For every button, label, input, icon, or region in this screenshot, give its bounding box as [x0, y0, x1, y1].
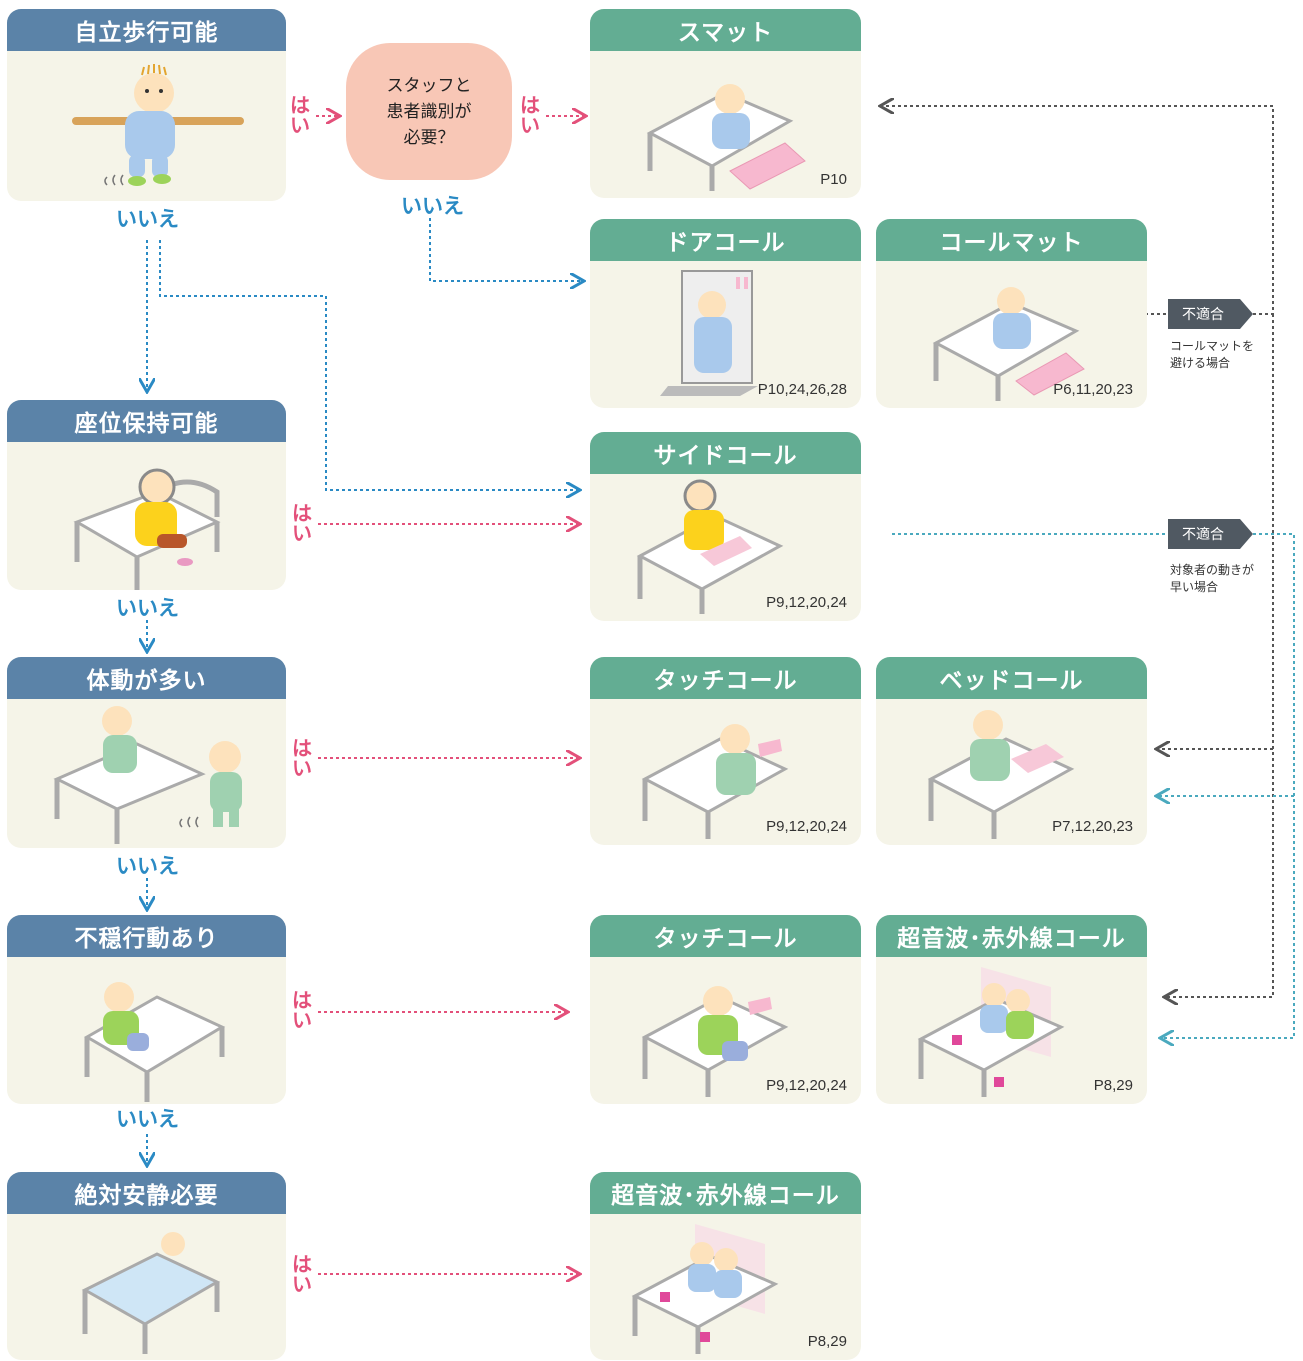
- unsuitable-tag-1: 不適合: [1168, 299, 1240, 329]
- device-bed-call: ベッドコール P7,12,20,23: [876, 657, 1147, 845]
- decision-bubble: スタッフと 患者識別が 必要？: [346, 43, 512, 180]
- answer-yes-1: はい: [290, 93, 310, 137]
- call-mat-illustration: [932, 287, 1085, 401]
- sensor-call-illustration: [631, 1224, 779, 1354]
- device-title: 超音波･赤外線コール: [590, 1172, 861, 1214]
- device-touch-call-1: タッチコール P9,12,20,24: [590, 657, 861, 845]
- device-pages: P8,29: [1093, 1077, 1133, 1094]
- answer-yes-6: はい: [292, 1252, 312, 1296]
- device-title: タッチコール: [590, 657, 861, 699]
- condition-bedrest: 絶対安静必要: [7, 1172, 286, 1360]
- condition-walk: 自立歩行可能: [7, 9, 286, 201]
- device-pages: P10: [820, 171, 847, 188]
- unsuitable-note-1: コールマットを 避ける場合: [1170, 339, 1255, 370]
- condition-restless: 体動が多い: [7, 657, 286, 848]
- device-smat: スマット P10: [590, 9, 861, 198]
- smat-illustration: [646, 84, 806, 191]
- bed-call-illustration: [927, 710, 1075, 839]
- device-sensor-call-2: 超音波･赤外線コール P8,29: [590, 1172, 861, 1360]
- answer-no-1: いいえ: [116, 207, 179, 231]
- condition-title: 体動が多い: [7, 657, 286, 699]
- device-touch-call-2: タッチコール P9,12,20,24: [590, 915, 861, 1104]
- answer-yes-4: はい: [292, 736, 312, 780]
- device-pages: P6,11,20,23: [1053, 381, 1133, 398]
- condition-sit: 座位保持可能: [7, 400, 286, 590]
- device-title: タッチコール: [590, 915, 861, 957]
- device-title: ベッドコール: [876, 657, 1147, 699]
- unsuitable-note-2: 対象者の動きが 早い場合: [1170, 563, 1255, 594]
- device-pages: P9,12,20,24: [766, 818, 847, 835]
- device-sensor-call-1: 超音波･赤外線コール P8,29: [876, 915, 1147, 1104]
- condition-title: 不穏行動あり: [7, 915, 286, 957]
- answer-no-4: いいえ: [116, 1107, 179, 1131]
- device-door-call: ドアコール P10,24,26,28: [590, 219, 861, 408]
- touch-call-illustration: [641, 724, 789, 839]
- device-pages: P10,24,26,28: [757, 381, 847, 398]
- condition-title: 自立歩行可能: [7, 9, 286, 51]
- unsuitable-tag-2: 不適合: [1168, 519, 1240, 549]
- answer-yes-5: はい: [292, 988, 312, 1032]
- walking-patient-illustration: [72, 64, 244, 186]
- decision-text: スタッフと 患者識別が 必要？: [386, 75, 472, 148]
- condition-title: 絶対安静必要: [7, 1172, 286, 1214]
- device-pages: P9,12,20,24: [766, 1077, 847, 1094]
- door-call-illustration: [660, 270, 758, 396]
- answer-no-decision: いいえ: [401, 194, 464, 218]
- device-call-mat: コールマット P6,11,20,23: [876, 219, 1147, 408]
- condition-agitated: 不穏行動あり: [7, 915, 286, 1104]
- answer-no-3: いいえ: [116, 854, 179, 878]
- side-call-illustration: [636, 479, 784, 614]
- condition-title: 座位保持可能: [7, 400, 286, 442]
- device-pages: P8,29: [807, 1333, 847, 1350]
- device-title: コールマット: [876, 219, 1147, 261]
- sitting-patient-illustration: [73, 468, 221, 590]
- answer-yes-2: はい: [520, 93, 540, 137]
- agitated-patient-illustration: [84, 982, 226, 1102]
- device-side-call: サイドコール P9,12,20,24: [590, 432, 861, 621]
- device-title: 超音波･赤外線コール: [876, 915, 1147, 957]
- device-title: スマット: [590, 9, 861, 51]
- device-title: ドアコール: [590, 219, 861, 261]
- device-title: サイドコール: [590, 432, 861, 474]
- resting-patient-illustration: [81, 1232, 221, 1354]
- answer-no-2: いいえ: [116, 596, 179, 620]
- touch-call-illustration: [641, 986, 789, 1097]
- sensor-call-illustration: [917, 967, 1065, 1097]
- answer-yes-3: はい: [292, 501, 312, 545]
- device-pages: P7,12,20,23: [1052, 818, 1133, 835]
- device-pages: P9,12,20,24: [766, 594, 847, 611]
- moving-patient-illustration: [53, 706, 242, 844]
